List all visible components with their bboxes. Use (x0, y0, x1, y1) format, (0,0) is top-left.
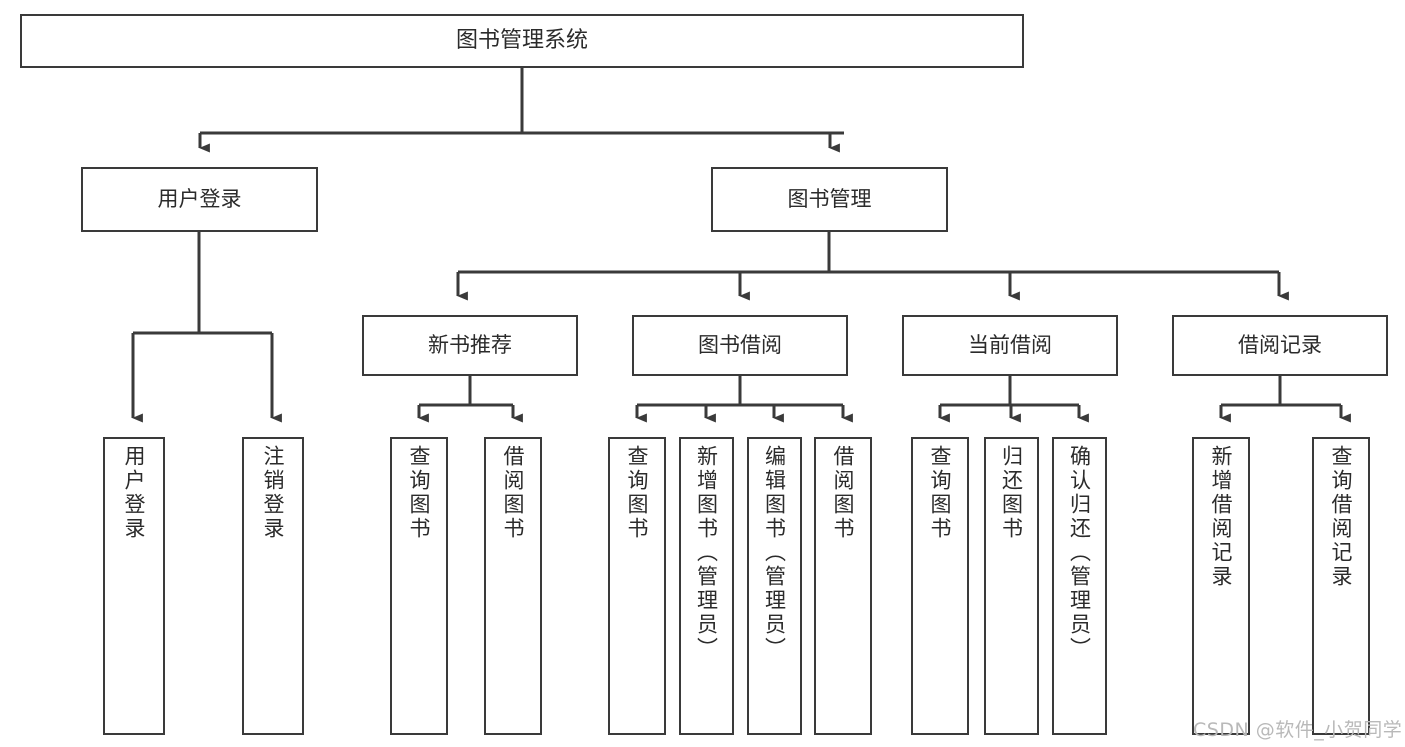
leaf-borrow-book-borrow-label: 借阅图书 (831, 445, 856, 541)
node-root[interactable]: 图书管理系统 (20, 14, 1024, 68)
leaf-edit-book-label: 编辑图书（管理员） (762, 445, 787, 661)
node-current-borrow-label: 当前借阅 (968, 332, 1052, 357)
leaf-query-book-current[interactable]: 查询图书 (911, 437, 969, 735)
leaf-add-borrow-record-label: 新增借阅记录 (1209, 445, 1234, 589)
leaf-edit-book[interactable]: 编辑图书（管理员） (747, 437, 802, 735)
node-borrow-record-label: 借阅记录 (1238, 332, 1322, 357)
leaf-query-book-recommend-label: 查询图书 (407, 445, 432, 541)
node-book-borrow[interactable]: 图书借阅 (632, 315, 848, 376)
leaf-logout-login[interactable]: 注销登录 (242, 437, 304, 735)
leaf-query-book-current-label: 查询图书 (928, 445, 953, 541)
leaf-return-book[interactable]: 归还图书 (984, 437, 1039, 735)
leaf-borrow-book-recommend[interactable]: 借阅图书 (484, 437, 542, 735)
node-user-login-label: 用户登录 (157, 186, 242, 211)
leaf-add-borrow-record[interactable]: 新增借阅记录 (1192, 437, 1250, 735)
leaf-confirm-return-label: 确认归还（管理员） (1067, 445, 1092, 661)
leaf-confirm-return[interactable]: 确认归还（管理员） (1052, 437, 1107, 735)
node-user-login[interactable]: 用户登录 (81, 167, 318, 232)
node-book-manage-label: 图书管理 (787, 186, 872, 211)
leaf-borrow-book-borrow[interactable]: 借阅图书 (814, 437, 872, 735)
node-new-book-recommend-label: 新书推荐 (428, 332, 512, 357)
node-book-borrow-label: 图书借阅 (698, 332, 782, 357)
leaf-query-borrow-record-label: 查询借阅记录 (1329, 445, 1354, 589)
node-current-borrow[interactable]: 当前借阅 (902, 315, 1118, 376)
csdn-watermark: CSDN @软件_小贺同学 (1193, 719, 1403, 741)
leaf-query-borrow-record[interactable]: 查询借阅记录 (1312, 437, 1370, 735)
leaf-user-login-label: 用户登录 (122, 445, 147, 541)
leaf-user-login[interactable]: 用户登录 (103, 437, 165, 735)
node-book-manage[interactable]: 图书管理 (711, 167, 948, 232)
leaf-add-book-label: 新增图书（管理员） (694, 445, 719, 661)
leaf-logout-login-label: 注销登录 (261, 445, 286, 541)
node-borrow-record[interactable]: 借阅记录 (1172, 315, 1388, 376)
leaf-query-book-recommend[interactable]: 查询图书 (390, 437, 448, 735)
leaf-add-book[interactable]: 新增图书（管理员） (679, 437, 734, 735)
node-new-book-recommend[interactable]: 新书推荐 (362, 315, 578, 376)
leaf-return-book-label: 归还图书 (999, 445, 1024, 541)
leaf-query-book-borrow[interactable]: 查询图书 (608, 437, 666, 735)
node-root-label: 图书管理系统 (455, 27, 588, 53)
leaf-borrow-book-recommend-label: 借阅图书 (501, 445, 526, 541)
leaf-query-book-borrow-label: 查询图书 (625, 445, 650, 541)
